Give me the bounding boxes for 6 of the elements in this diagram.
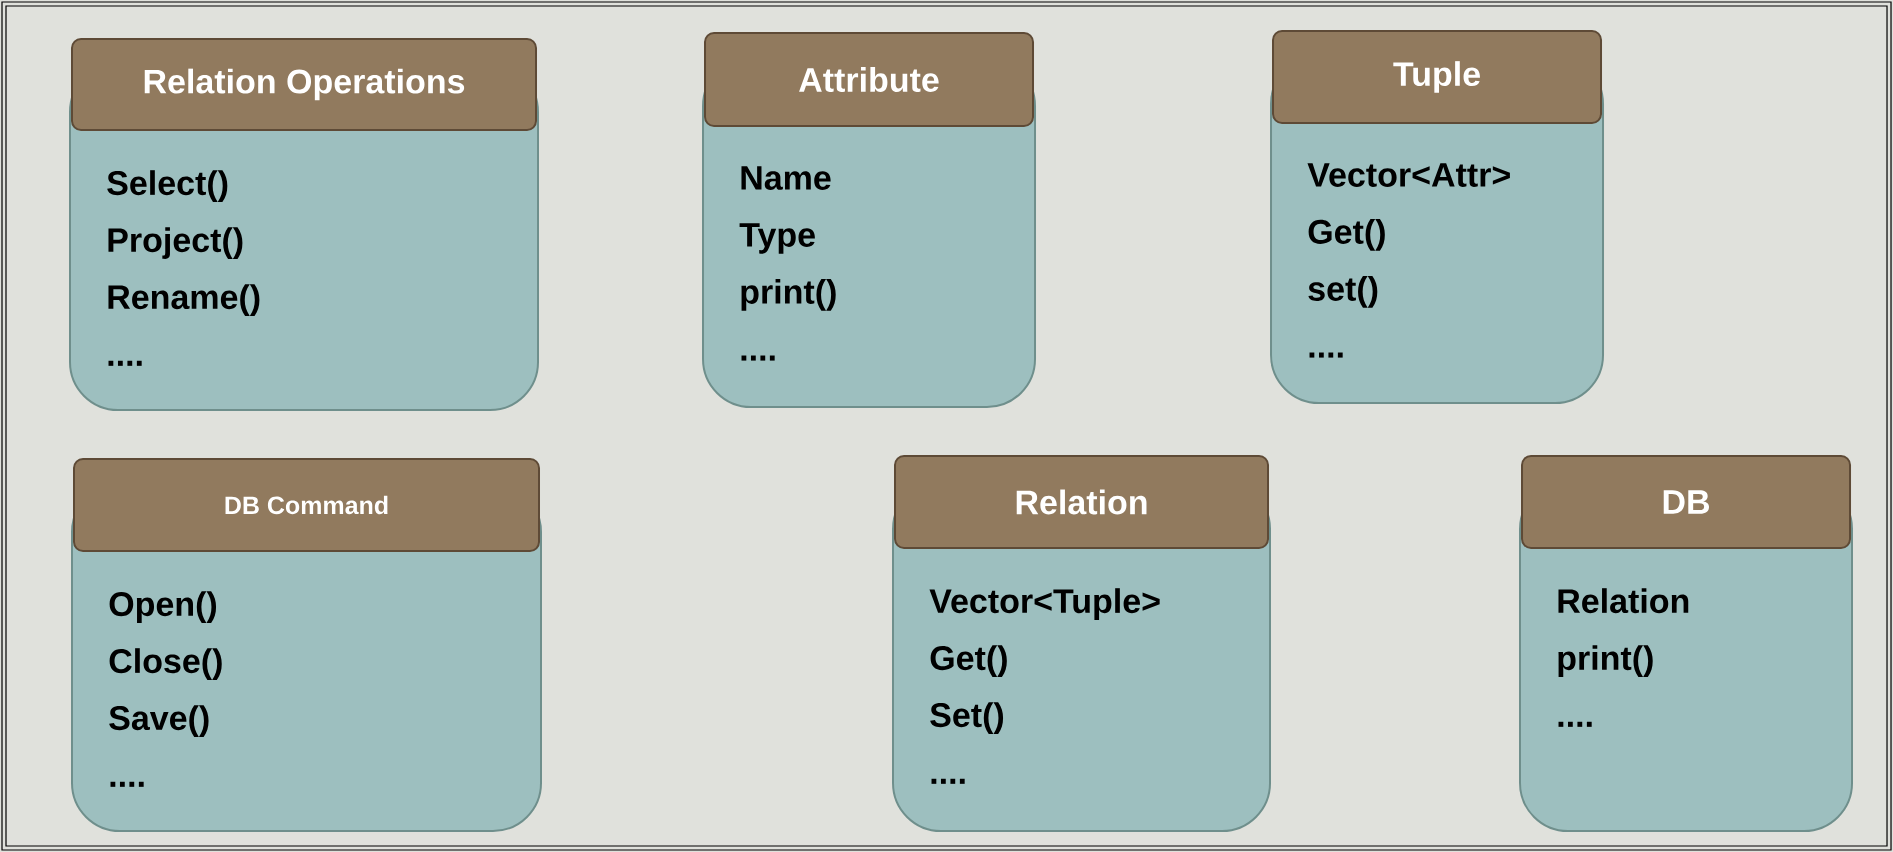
class-card: DB Command Open() Close() Save() .... bbox=[71, 458, 542, 832]
class-card: Attribute Name Type print() .... bbox=[702, 32, 1036, 408]
class-card: Tuple Vector<Attr> Get() set() .... bbox=[1270, 30, 1604, 404]
class-card: Relation Vector<Tuple> Get() Set() .... bbox=[892, 455, 1271, 832]
class-card: DB Relation print() .... bbox=[1519, 455, 1853, 832]
class-card: Relation Operations Select() Project() Rename() .... bbox=[69, 38, 539, 411]
